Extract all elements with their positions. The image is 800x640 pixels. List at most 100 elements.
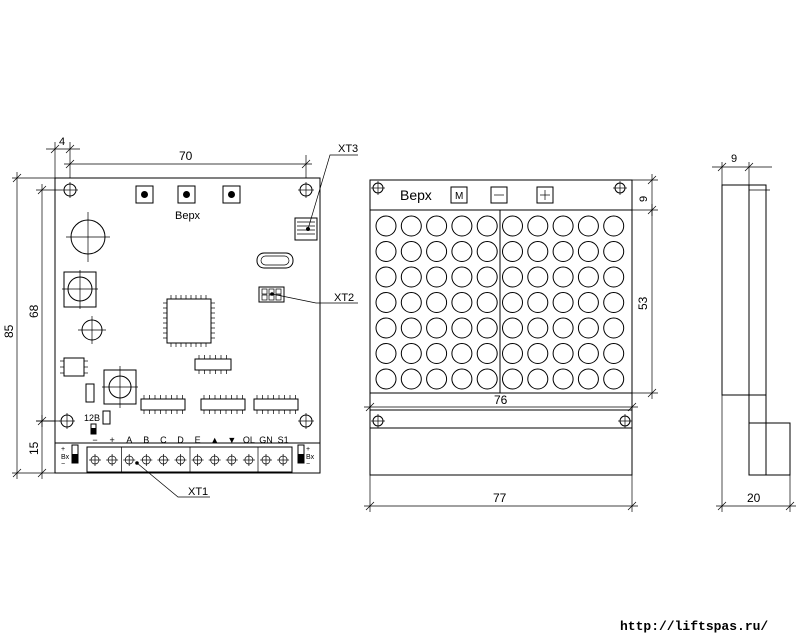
led (375, 266, 397, 288)
led (476, 292, 498, 313)
board-buttons (135, 185, 241, 204)
chip-small (60, 357, 88, 377)
led (502, 368, 523, 390)
led (552, 292, 574, 313)
led (400, 317, 422, 339)
led (552, 317, 574, 339)
led (603, 266, 625, 288)
microcontroller (163, 295, 215, 347)
led (375, 368, 397, 390)
board-label-top: Верх (175, 210, 200, 222)
button-plus (536, 186, 554, 204)
led-display: Верх M 9 53 76 (364, 174, 658, 512)
led (577, 292, 599, 313)
terminal-label: GN (259, 435, 273, 445)
input-jumper-right: Вх +− (297, 444, 315, 468)
led-matrix (375, 215, 625, 390)
board-outline (54, 177, 321, 474)
led (451, 266, 473, 288)
led (400, 292, 422, 313)
led (552, 266, 574, 288)
dim-display-height: 53 (632, 204, 658, 399)
led (451, 215, 473, 237)
led (552, 215, 574, 237)
led (426, 266, 448, 288)
led (476, 215, 498, 237)
dim-hole-spacing: 68 (27, 184, 62, 427)
led (426, 368, 448, 390)
terminal-label: B (143, 435, 149, 445)
led (603, 215, 625, 237)
svg-text:4: 4 (59, 136, 65, 148)
led (426, 292, 448, 313)
terminal-label: D (177, 435, 184, 445)
terminal-label: + (109, 435, 114, 445)
led (476, 343, 498, 364)
terminal-label: E (195, 435, 201, 445)
led (400, 368, 422, 390)
xt1-leader (136, 462, 210, 498)
resistor (85, 383, 95, 403)
svg-text:M: M (455, 191, 463, 202)
terminal-label: OL (243, 435, 255, 445)
led (527, 241, 549, 262)
dim-corner-offset: 4 (46, 136, 80, 178)
svg-text:−: − (306, 461, 310, 468)
terminal-label: C (160, 435, 167, 445)
led (527, 266, 549, 288)
led (476, 368, 498, 390)
dim-side-bottom: 20 (716, 395, 796, 512)
led (375, 241, 397, 262)
controller-board: Верх (2, 136, 358, 498)
led (375, 343, 397, 364)
led (375, 292, 397, 313)
xt2-label: XT2 (334, 292, 354, 304)
svg-text:68: 68 (27, 304, 41, 318)
led (451, 241, 473, 262)
svg-text:+: + (61, 446, 65, 453)
led (603, 292, 625, 313)
led (375, 317, 397, 339)
terminal-label: − (92, 435, 97, 445)
side-bottom-part (748, 422, 791, 476)
led (577, 241, 599, 262)
dim-side-top: 9 (712, 153, 772, 185)
xt3-label: XT3 (338, 143, 358, 155)
capacitor-small (78, 316, 106, 344)
svg-text:Вх: Вх (306, 454, 315, 461)
svg-text:9: 9 (638, 196, 650, 202)
led-matrix-frame (369, 209, 633, 394)
input-jumper-left: Вх +− (61, 444, 79, 468)
led (476, 266, 498, 288)
led (502, 343, 523, 364)
led (577, 368, 599, 390)
dim-bottom-strip: 15 (27, 415, 55, 479)
footer-url[interactable]: http://liftspas.ru/ (620, 619, 768, 634)
led (603, 368, 625, 390)
led (400, 241, 422, 262)
led (603, 317, 625, 339)
led (603, 343, 625, 364)
led (451, 292, 473, 313)
svg-text:9: 9 (731, 153, 737, 165)
display-label-top: Верх (400, 187, 432, 203)
led (603, 241, 625, 262)
led (400, 343, 422, 364)
led (552, 368, 574, 390)
svg-text:20: 20 (747, 491, 761, 505)
led (577, 266, 599, 288)
led (502, 292, 523, 313)
capacitor-large (66, 212, 110, 262)
led (502, 266, 523, 288)
led (552, 241, 574, 262)
jumper-12v-body (102, 410, 111, 425)
led (502, 241, 523, 262)
led (426, 317, 448, 339)
svg-text:Вх: Вх (61, 454, 70, 461)
inductor (102, 366, 138, 408)
terminal-label: S1 (278, 435, 289, 445)
led (502, 215, 523, 237)
display-outline (369, 179, 633, 476)
